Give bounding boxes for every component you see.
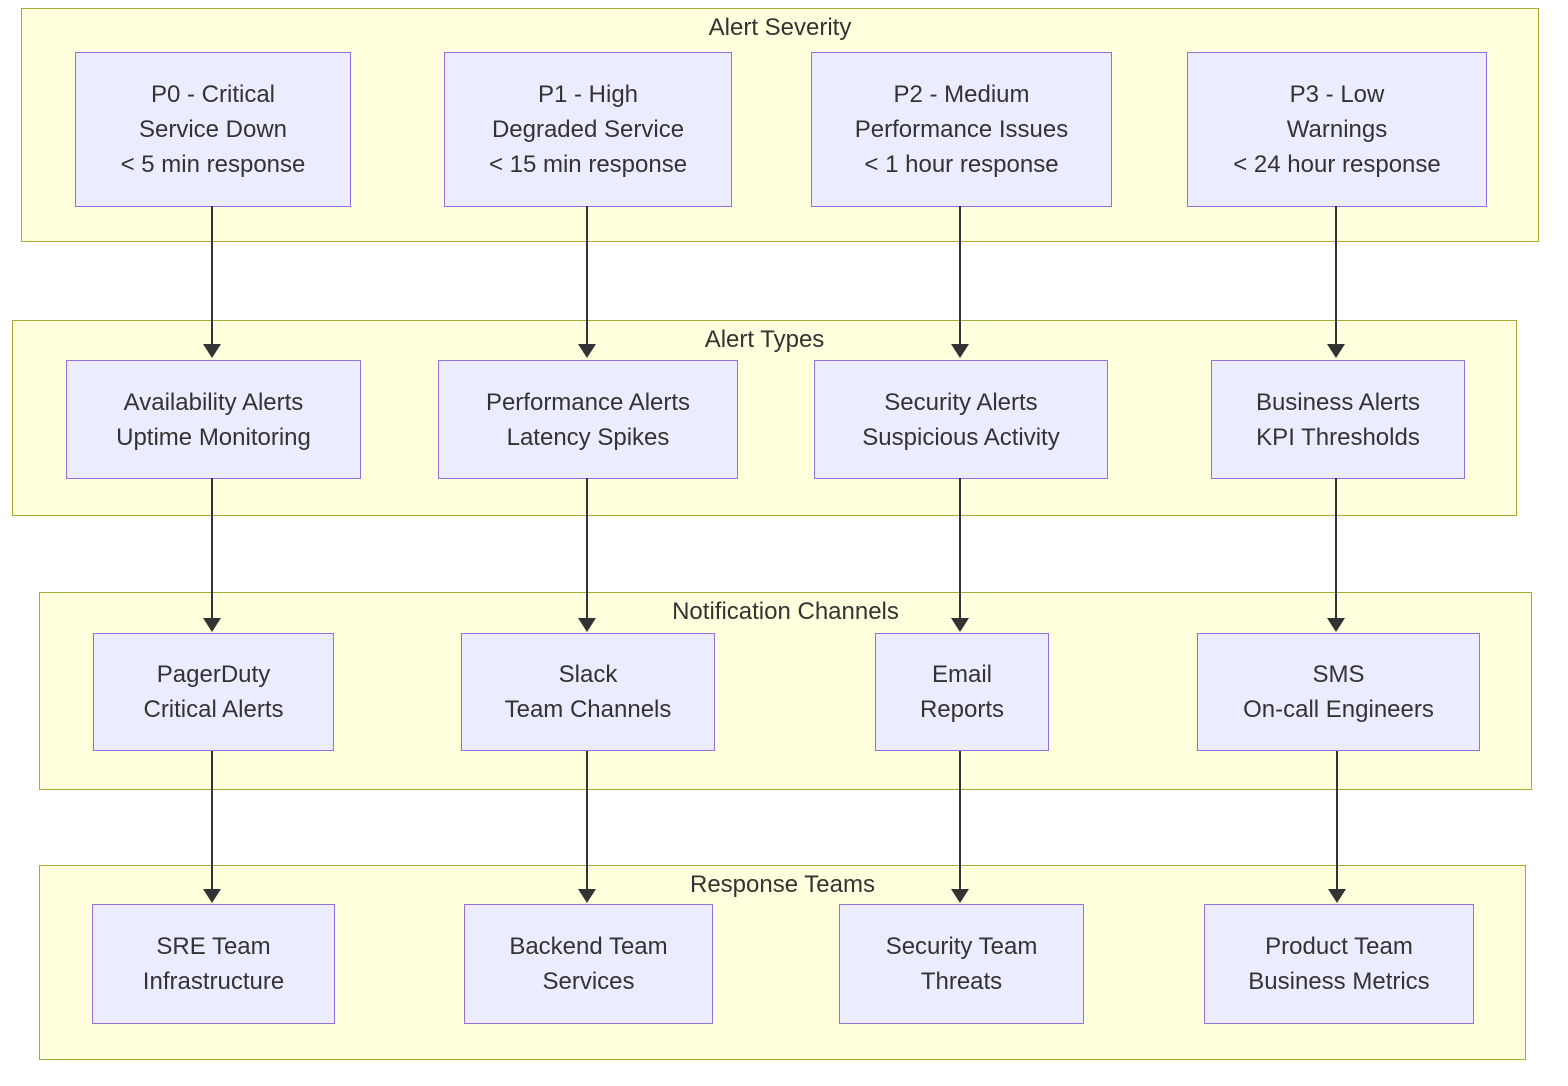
node-line: < 5 min response (120, 151, 306, 178)
node-line: Performance Alerts (485, 388, 691, 416)
node-line: Security Team (885, 933, 1038, 960)
node-sms: SMS On-call Engineers (1197, 633, 1480, 751)
node-line: SRE Team (156, 933, 271, 960)
subgraph-title-alert-severity: Alert Severity (708, 14, 852, 41)
node-p0-critical: P0 - Critical Service Down < 5 min respo… (75, 52, 351, 207)
node-line: P1 - High (537, 81, 639, 108)
node-slack: Slack Team Channels (461, 633, 715, 751)
node-line: Suspicious Activity (862, 423, 1060, 451)
node-line: Security Alerts (884, 388, 1038, 416)
node-line: PagerDuty (156, 661, 271, 688)
node-line: Critical Alerts (143, 696, 284, 723)
node-business-alerts: Business Alerts KPI Thresholds (1211, 360, 1465, 479)
node-line: Threats (920, 968, 1003, 995)
node-line: Warnings (1286, 116, 1388, 143)
node-product-team: Product Team Business Metrics (1204, 904, 1474, 1024)
subgraph-title-notification-channels: Notification Channels (672, 598, 899, 625)
node-line: Business Metrics (1248, 968, 1430, 995)
node-line: KPI Thresholds (1256, 423, 1420, 451)
subgraph-alert-severity: Alert Severity P0 - Critical Service Dow… (21, 8, 1539, 242)
node-line: < 1 hour response (864, 151, 1059, 178)
node-line: Availability Alerts (123, 388, 304, 416)
node-line: Uptime Monitoring (116, 423, 311, 451)
node-p1-high: P1 - High Degraded Service < 15 min resp… (444, 52, 732, 207)
subgraph-alert-types: Alert Types Availability Alerts Uptime M… (12, 320, 1517, 516)
subgraph-notification-channels: Notification Channels PagerDuty Critical… (39, 592, 1532, 790)
node-line: P2 - Medium (893, 81, 1030, 108)
node-line: Services (542, 968, 635, 995)
node-line: Service Down (138, 116, 288, 143)
node-line: Backend Team (509, 933, 668, 960)
node-line: Business Alerts (1255, 388, 1421, 416)
node-performance-alerts: Performance Alerts Latency Spikes (438, 360, 738, 479)
subgraph-title-response-teams: Response Teams (690, 871, 875, 898)
node-p3-low: P3 - Low Warnings < 24 hour response (1187, 52, 1487, 207)
node-email: Email Reports (875, 633, 1049, 751)
node-p2-medium: P2 - Medium Performance Issues < 1 hour … (811, 52, 1112, 207)
node-pagerduty: PagerDuty Critical Alerts (93, 633, 334, 751)
node-line: Reports (919, 696, 1005, 723)
node-line: Team Channels (504, 696, 672, 723)
node-line: SMS (1312, 661, 1365, 688)
node-security-team: Security Team Threats (839, 904, 1084, 1024)
node-line: < 24 hour response (1233, 151, 1441, 178)
node-line: Infrastructure (142, 968, 285, 995)
node-sre-team: SRE Team Infrastructure (92, 904, 335, 1024)
node-line: Degraded Service (491, 116, 685, 143)
node-line: < 15 min response (488, 151, 688, 178)
node-line: P0 - Critical (150, 81, 276, 108)
subgraph-response-teams: Response Teams SRE Team Infrastructure B… (39, 865, 1526, 1060)
node-backend-team: Backend Team Services (464, 904, 713, 1024)
node-line: P3 - Low (1289, 81, 1385, 108)
node-security-alerts: Security Alerts Suspicious Activity (814, 360, 1108, 479)
node-line: Latency Spikes (506, 423, 670, 451)
node-line: On-call Engineers (1243, 696, 1434, 723)
node-line: Product Team (1265, 933, 1413, 960)
node-line: Performance Issues (854, 116, 1069, 143)
node-line: Slack (558, 661, 618, 688)
node-line: Email (931, 661, 992, 688)
subgraph-title-alert-types: Alert Types (704, 326, 825, 353)
node-availability-alerts: Availability Alerts Uptime Monitoring (66, 360, 361, 479)
